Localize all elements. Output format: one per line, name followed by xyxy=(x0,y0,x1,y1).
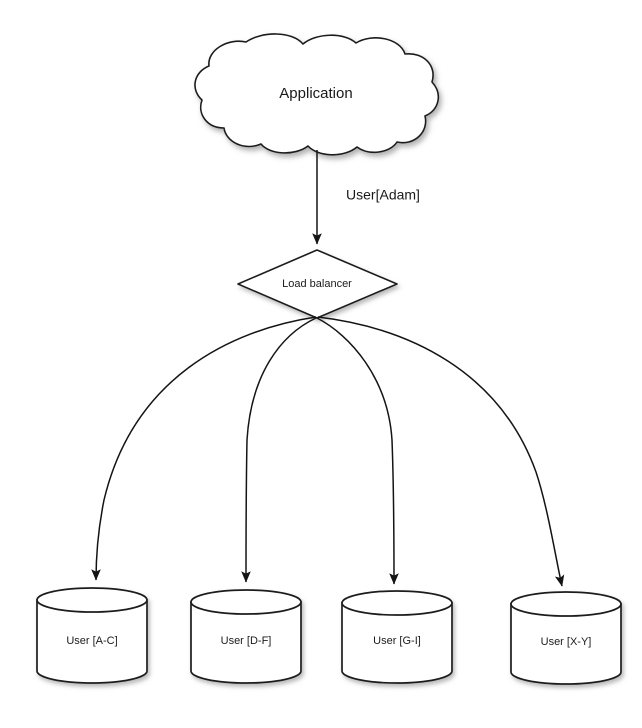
node-load-balancer-diamond[interactable]: Load balancer xyxy=(237,249,398,319)
node-database-3[interactable]: User [G-I] xyxy=(341,590,453,684)
database-3-label: User [G-I] xyxy=(373,635,421,647)
node-database-2[interactable]: User [D-F] xyxy=(190,589,302,684)
cloud-label: Application xyxy=(279,85,352,102)
edge-balancer-to-db-4 xyxy=(317,316,565,587)
edge-balancer-to-db-1 xyxy=(91,316,317,581)
edge-line-balancer-db-3 xyxy=(316,317,399,585)
database-2-label: User [D-F] xyxy=(221,635,272,647)
edge-line-balancer-db-4 xyxy=(317,316,565,587)
edge-line-balancer-db-2 xyxy=(241,317,317,583)
database-1-label: User [A-C] xyxy=(66,635,117,647)
node-database-4[interactable]: User [X-Y] xyxy=(510,591,622,685)
node-database-1[interactable]: User [A-C] xyxy=(36,587,148,684)
diamond-label: Load balancer xyxy=(282,278,352,290)
database-4-label: User [X-Y] xyxy=(541,636,592,648)
edge-balancer-to-db-3 xyxy=(316,317,399,585)
edge-label-user-adam: User[Adam] xyxy=(346,187,420,203)
edge-balancer-to-db-2 xyxy=(241,317,317,583)
edge-line-balancer-db-1 xyxy=(91,316,317,581)
node-application-cloud[interactable]: Application xyxy=(194,33,440,156)
edge-application-to-balancer: User[Adam] xyxy=(312,150,420,245)
